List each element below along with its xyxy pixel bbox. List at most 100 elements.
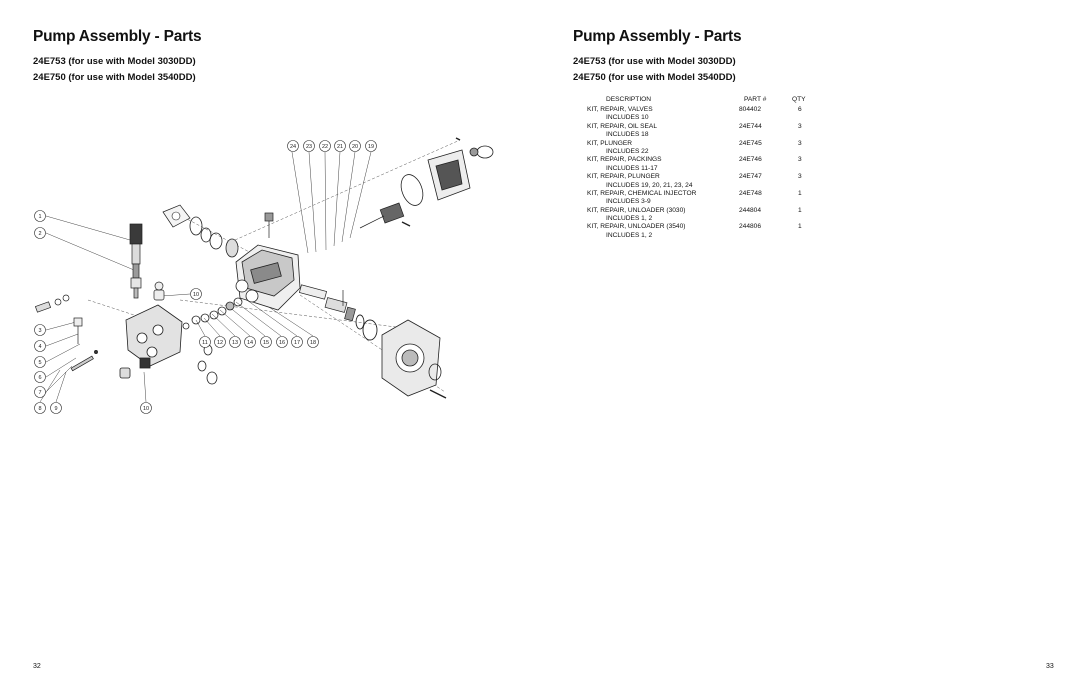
svg-text:10: 10: [193, 292, 199, 298]
row-includes: INCLUDES 10: [606, 114, 649, 122]
callout-4: 4: [34, 340, 46, 352]
svg-text:6: 6: [38, 375, 41, 381]
table-row-includes: INCLUDES 3-9: [587, 198, 809, 206]
row-qty: 1: [798, 189, 802, 197]
svg-text:17: 17: [294, 340, 300, 346]
svg-text:20: 20: [352, 144, 358, 150]
table-row-includes: INCLUDES 22: [587, 148, 809, 156]
model-line-1: 24E753 (for use with Model 3030DD): [33, 56, 196, 67]
callout-17: 17: [291, 336, 303, 348]
svg-text:18: 18: [310, 340, 316, 346]
row-includes: INCLUDES 1, 2: [606, 231, 653, 239]
row-description: KIT, REPAIR, VALVES: [587, 106, 653, 113]
callout-21: 21: [334, 140, 346, 152]
callout-14: 14: [244, 336, 256, 348]
callout-24: 24: [287, 140, 299, 152]
callout-10-right: 10: [190, 288, 202, 300]
row-qty: 3: [798, 173, 802, 181]
table-row: KIT, REPAIR, UNLOADER (3030) 244804 1: [587, 207, 809, 215]
header-part-number: PART #: [744, 96, 767, 103]
svg-text:22: 22: [322, 144, 328, 150]
row-part-number: 24E744: [739, 122, 762, 130]
callout-22: 22: [319, 140, 331, 152]
callout-2: 2: [34, 227, 46, 239]
row-description: KIT, REPAIR, UNLOADER (3540): [587, 223, 686, 231]
row-description: KIT, PLUNGER: [587, 139, 633, 147]
row-part-number: 24E747: [739, 173, 762, 181]
svg-text:4: 4: [38, 344, 41, 350]
model-line-2: 24E750 (for use with Model 3540DD): [573, 72, 736, 83]
svg-text:13: 13: [232, 340, 238, 346]
row-qty: 6: [798, 106, 802, 113]
svg-text:7: 7: [38, 390, 41, 396]
row-part-number: 244804: [739, 206, 762, 214]
svg-text:5: 5: [38, 360, 41, 366]
callout-10-bottom: 10: [140, 402, 152, 414]
row-part-number: 24E745: [739, 139, 762, 147]
callout-18: 18: [307, 336, 319, 348]
parts-table: DESCRIPTION PART # QTY KIT, REPAIR, VALV…: [587, 96, 809, 240]
callout-16: 16: [276, 336, 288, 348]
svg-text:14: 14: [247, 340, 253, 346]
svg-text:16: 16: [279, 340, 285, 346]
table-row: KIT, REPAIR, UNLOADER (3540) 244806 1: [587, 223, 809, 231]
row-qty: 3: [798, 122, 802, 130]
svg-text:19: 19: [368, 144, 374, 150]
callout-11: 11: [199, 336, 211, 348]
row-description: KIT, REPAIR, PLUNGER: [587, 173, 660, 181]
svg-text:11: 11: [202, 340, 208, 346]
row-description: KIT, REPAIR, CHEMICAL INJECTOR: [587, 189, 697, 197]
table-row-includes: INCLUDES 1, 2: [587, 215, 809, 223]
row-description: KIT, REPAIR, UNLOADER (3030): [587, 206, 686, 214]
row-includes: INCLUDES 11-17: [606, 164, 658, 172]
model-line-1: 24E753 (for use with Model 3030DD): [573, 56, 736, 67]
row-description: KIT, REPAIR, OIL SEAL: [587, 122, 657, 130]
page-title: Pump Assembly - Parts: [33, 28, 202, 45]
table-row-includes: INCLUDES 18: [587, 131, 809, 139]
table-row: KIT, REPAIR, OIL SEAL 24E744 3: [587, 123, 809, 131]
header-description: DESCRIPTION: [606, 96, 652, 103]
row-qty: 1: [798, 223, 802, 231]
svg-text:15: 15: [263, 340, 269, 346]
table-row: KIT, REPAIR, PACKINGS 24E746 3: [587, 156, 809, 164]
row-qty: 3: [798, 156, 802, 164]
table-row-includes: INCLUDES 10: [587, 114, 809, 122]
callout-3: 3: [34, 324, 46, 336]
svg-text:9: 9: [54, 406, 57, 412]
row-description: KIT, REPAIR, PACKINGS: [587, 156, 662, 164]
table-row: KIT, PLUNGER 24E745 3: [587, 140, 809, 148]
row-includes: INCLUDES 1, 2: [606, 215, 653, 223]
svg-text:23: 23: [306, 144, 312, 150]
callout-20: 20: [349, 140, 361, 152]
svg-text:12: 12: [217, 340, 223, 346]
callout-6: 6: [34, 371, 46, 383]
left-page: Pump Assembly - Parts 24E753 (for use wi…: [33, 28, 494, 670]
row-includes: INCLUDES 3-9: [606, 198, 651, 206]
svg-text:21: 21: [337, 144, 343, 150]
header-qty: QTY: [792, 96, 806, 103]
svg-text:24: 24: [290, 144, 296, 150]
table-row: KIT, REPAIR, VALVES 804402 6: [587, 106, 809, 114]
callout-23: 23: [303, 140, 315, 152]
row-part-number: 24E748: [739, 189, 762, 197]
svg-text:3: 3: [38, 328, 41, 334]
table-header: DESCRIPTION PART # QTY: [587, 96, 809, 106]
page-number: 32: [33, 663, 41, 670]
callout-13: 13: [229, 336, 241, 348]
svg-text:10: 10: [143, 406, 149, 412]
row-part-number: 804402: [739, 106, 762, 113]
pump-exploded-diagram: 1 2 3 4 5 6 7 8 9 24 23 22 21 20 19 10 1…: [34, 137, 494, 414]
callout-9: 9: [50, 402, 62, 414]
table-row: KIT, REPAIR, PLUNGER 24E747 3: [587, 173, 809, 181]
callout-1: 1: [34, 210, 46, 222]
model-line-2: 24E750 (for use with Model 3540DD): [33, 72, 196, 83]
callout-15: 15: [260, 336, 272, 348]
table-row-includes: INCLUDES 1, 2: [587, 232, 809, 240]
table-row: KIT, REPAIR, CHEMICAL INJECTOR 24E748 1: [587, 190, 809, 198]
svg-text:2: 2: [38, 231, 41, 237]
row-includes: INCLUDES 18: [606, 131, 649, 139]
svg-text:8: 8: [38, 406, 41, 412]
svg-text:1: 1: [38, 214, 41, 220]
page-title: Pump Assembly - Parts: [573, 28, 742, 45]
row-qty: 1: [798, 206, 802, 214]
